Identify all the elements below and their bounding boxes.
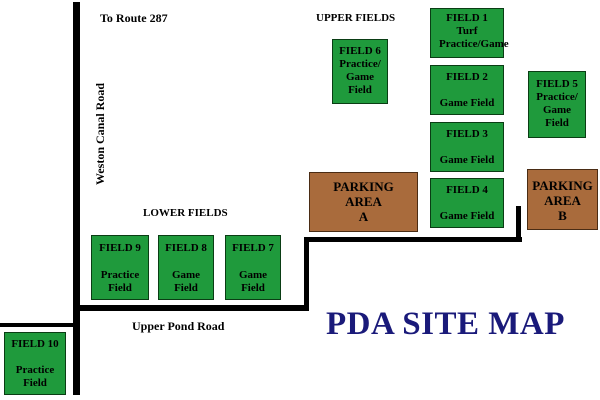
field-2-desc: Game Field: [439, 97, 495, 109]
field-1-desc: Turf Practice/Game: [439, 25, 509, 50]
field-4-name: FIELD 4: [446, 184, 488, 196]
lower-fields-label: LOWER FIELDS: [143, 207, 228, 219]
field-7-desc: Game Field: [238, 269, 268, 294]
parking-b-line2: AREA: [544, 193, 581, 208]
field-9[interactable]: FIELD 9 Practice Field: [91, 235, 149, 300]
map-title: PDA SITE MAP: [326, 306, 565, 342]
field-8-name: FIELD 8: [165, 242, 207, 254]
field-3-name: FIELD 3: [446, 128, 488, 140]
field-10-name: FIELD 10: [11, 338, 59, 350]
field-9-desc: Practice Field: [100, 269, 140, 294]
parking-access-road-end: [516, 206, 521, 242]
field-6-name: FIELD 6: [339, 45, 381, 57]
field-10[interactable]: FIELD 10 Practice Field: [4, 332, 66, 395]
weston-canal-road-label: Weston Canal Road: [93, 82, 107, 185]
field-6[interactable]: FIELD 6 Practice/ Game Field: [332, 39, 388, 104]
to-route-287-label: To Route 287: [100, 11, 168, 25]
field-2[interactable]: FIELD 2 Game Field: [430, 65, 504, 115]
weston-canal-road-line: [73, 2, 80, 395]
parking-area-b[interactable]: PARKING AREA B: [527, 169, 598, 230]
field-8[interactable]: FIELD 8 Game Field: [158, 235, 214, 300]
upper-pond-road-label: Upper Pond Road: [132, 319, 225, 333]
field-1-name: FIELD 1: [446, 12, 488, 24]
parking-b-line1: PARKING: [532, 178, 593, 193]
field-2-name: FIELD 2: [446, 71, 488, 83]
field-6-desc: Practice/ Game Field: [339, 58, 381, 96]
upper-pond-road-line: [80, 305, 306, 311]
field-4-desc: Game Field: [439, 210, 495, 222]
field-10-road: [0, 323, 73, 327]
field-1[interactable]: FIELD 1 Turf Practice/Game: [430, 8, 509, 58]
field-3[interactable]: FIELD 3 Game Field: [430, 122, 504, 172]
field-3-desc: Game Field: [439, 154, 495, 166]
field-5-name: FIELD 5: [536, 78, 578, 90]
parking-a-line1: PARKING: [333, 179, 394, 194]
parking-a-line3: A: [358, 209, 369, 224]
field-8-desc: Game Field: [171, 269, 201, 294]
field-4[interactable]: FIELD 4 Game Field: [430, 178, 504, 228]
field-5[interactable]: FIELD 5 Practice/ Game Field: [528, 71, 586, 138]
parking-b-line3: B: [558, 208, 567, 223]
field-10-desc: Practice Field: [15, 364, 55, 389]
upper-pond-road-riser: [304, 237, 309, 311]
field-7[interactable]: FIELD 7 Game Field: [225, 235, 281, 300]
parking-area-a[interactable]: PARKING AREA A: [309, 172, 418, 232]
upper-fields-label: UPPER FIELDS: [316, 12, 396, 24]
field-9-name: FIELD 9: [99, 242, 141, 254]
parking-access-road: [304, 237, 522, 242]
parking-a-line2: AREA: [345, 194, 382, 209]
field-7-name: FIELD 7: [232, 242, 274, 254]
field-5-desc: Practice/ Game Field: [536, 91, 578, 129]
